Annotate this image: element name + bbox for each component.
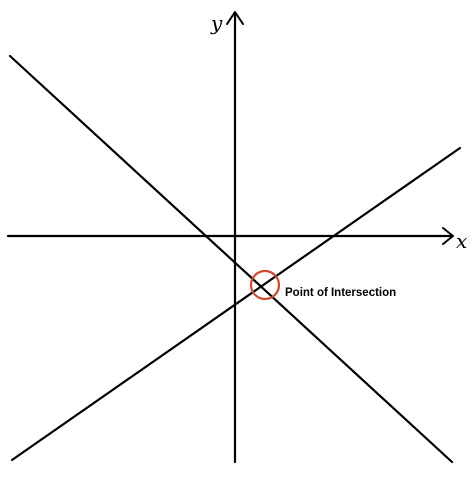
y-axis-label: y (210, 11, 223, 35)
ascending-line (10, 146, 462, 462)
descending-line (8, 54, 454, 464)
x-axis-label: x (456, 229, 467, 253)
intersection-highlight-circle (249, 269, 281, 301)
x-axis-arrowhead (442, 227, 454, 245)
y-axis-arrowhead (226, 11, 244, 25)
intersection-annotation: Point of Intersection (285, 287, 396, 299)
